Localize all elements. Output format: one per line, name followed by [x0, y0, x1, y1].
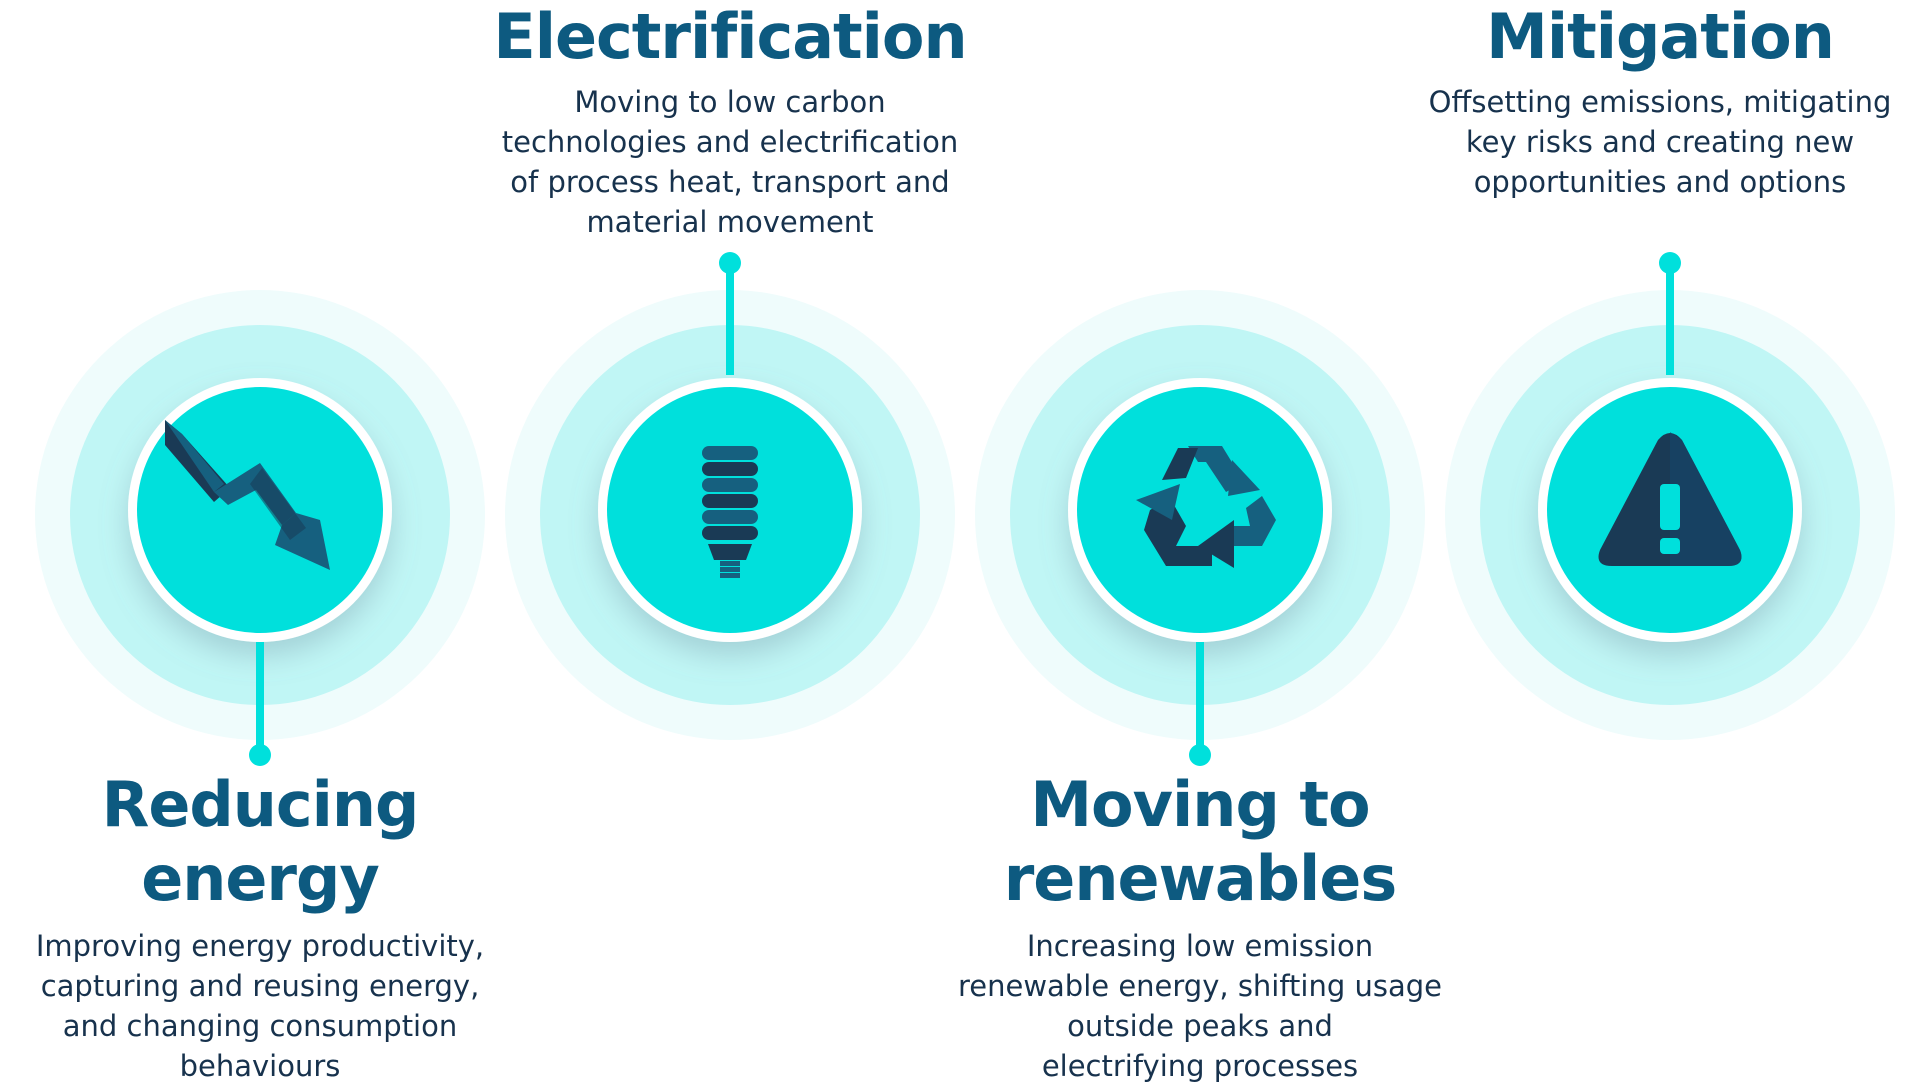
- step-3-title-line: renewables: [1003, 842, 1398, 915]
- step-2-desc-line: material movement: [586, 205, 874, 239]
- step-4-desc-line: opportunities and options: [1473, 165, 1847, 199]
- step-3-title-line: Moving to: [1030, 768, 1370, 841]
- step-2-desc-line: Moving to low carbon: [574, 85, 886, 119]
- step-3-text: Moving to renewables Increasing low emis…: [930, 768, 1470, 1086]
- step-4-desc-line: Offsetting emissions, mitigating: [1428, 85, 1892, 119]
- light-bulb-icon: [702, 446, 758, 578]
- step-3-desc-line: electrifying processes: [1041, 1049, 1359, 1083]
- step-2-desc-line: technologies and electrification: [501, 125, 959, 159]
- connector-step-3: [1189, 642, 1211, 766]
- step-2-description: Moving to low carbon technologies and el…: [470, 82, 990, 242]
- recycle-icon: [1136, 446, 1276, 568]
- step-3-disc: [1077, 387, 1323, 633]
- step-3-desc-line: outside peaks and: [1067, 1009, 1333, 1043]
- step-1-title: Reducing energy: [20, 768, 500, 916]
- step-1-desc-line: and changing consumption: [62, 1009, 458, 1043]
- step-1-disc: [137, 387, 383, 633]
- connector-step-2: [719, 252, 741, 375]
- step-4-title-line: Mitigation: [1486, 0, 1835, 73]
- step-3-title: Moving to renewables: [930, 768, 1470, 916]
- step-2-title: Electrification: [470, 0, 990, 74]
- step-4-text: Mitigation Offsetting emissions, mitigat…: [1400, 0, 1920, 202]
- step-3-desc-line: Increasing low emission: [1026, 929, 1374, 963]
- step-4-title: Mitigation: [1400, 0, 1920, 74]
- step-2-title-line: Electrification: [493, 0, 967, 73]
- step-1-desc-line: behaviours: [179, 1049, 341, 1083]
- step-4-description: Offsetting emissions, mitigating key ris…: [1400, 82, 1920, 202]
- step-3-description: Increasing low emission renewable energy…: [930, 926, 1470, 1086]
- connector-step-4: [1659, 252, 1681, 375]
- step-1-title-line: energy: [141, 842, 380, 915]
- step-3-desc-line: renewable energy, shifting usage: [957, 969, 1443, 1003]
- step-1-title-line: Reducing: [101, 768, 420, 841]
- step-2-text: Electrification Moving to low carbon tec…: [470, 0, 990, 242]
- step-1-description: Improving energy productivity, capturing…: [20, 926, 500, 1086]
- step-1-text: Reducing energy Improving energy product…: [20, 768, 500, 1086]
- step-2-desc-line: of process heat, transport and: [510, 165, 950, 199]
- downward-trend-arrow-icon: [165, 420, 330, 570]
- step-4-desc-line: key risks and creating new: [1465, 125, 1855, 159]
- warning-icon: [1598, 432, 1742, 566]
- step-1-desc-line: Improving energy productivity,: [35, 929, 485, 963]
- connector-step-1: [249, 642, 271, 766]
- step-3-rings: [975, 290, 1425, 740]
- step-1-desc-line: capturing and reusing energy,: [40, 969, 480, 1003]
